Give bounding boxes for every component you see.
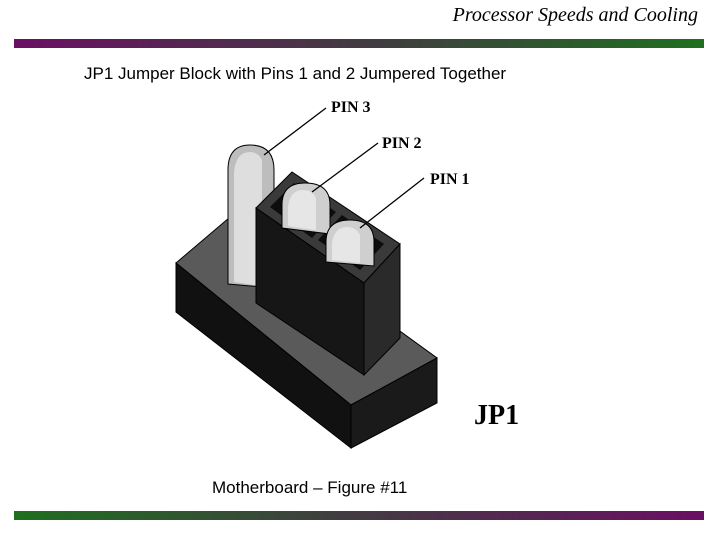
pin-2-leader — [311, 142, 379, 193]
top-divider — [14, 39, 704, 48]
pin-3-leader — [263, 107, 327, 156]
bottom-divider — [14, 511, 704, 520]
pin-3-label: PIN 3 — [331, 99, 371, 116]
pin-2-label: PIN 2 — [382, 135, 422, 152]
pin-2 — [281, 182, 331, 235]
pin-1-leader — [359, 177, 425, 229]
pin-1-label: PIN 1 — [430, 171, 470, 188]
jp1-label: JP1 — [474, 400, 519, 431]
figure-caption: Motherboard – Figure #11 — [212, 478, 408, 497]
slide-header-title: Processor Speeds and Cooling — [452, 4, 698, 26]
slide-heading: JP1 Jumper Block with Pins 1 and 2 Jumpe… — [84, 64, 507, 83]
pin-1 — [325, 219, 375, 267]
